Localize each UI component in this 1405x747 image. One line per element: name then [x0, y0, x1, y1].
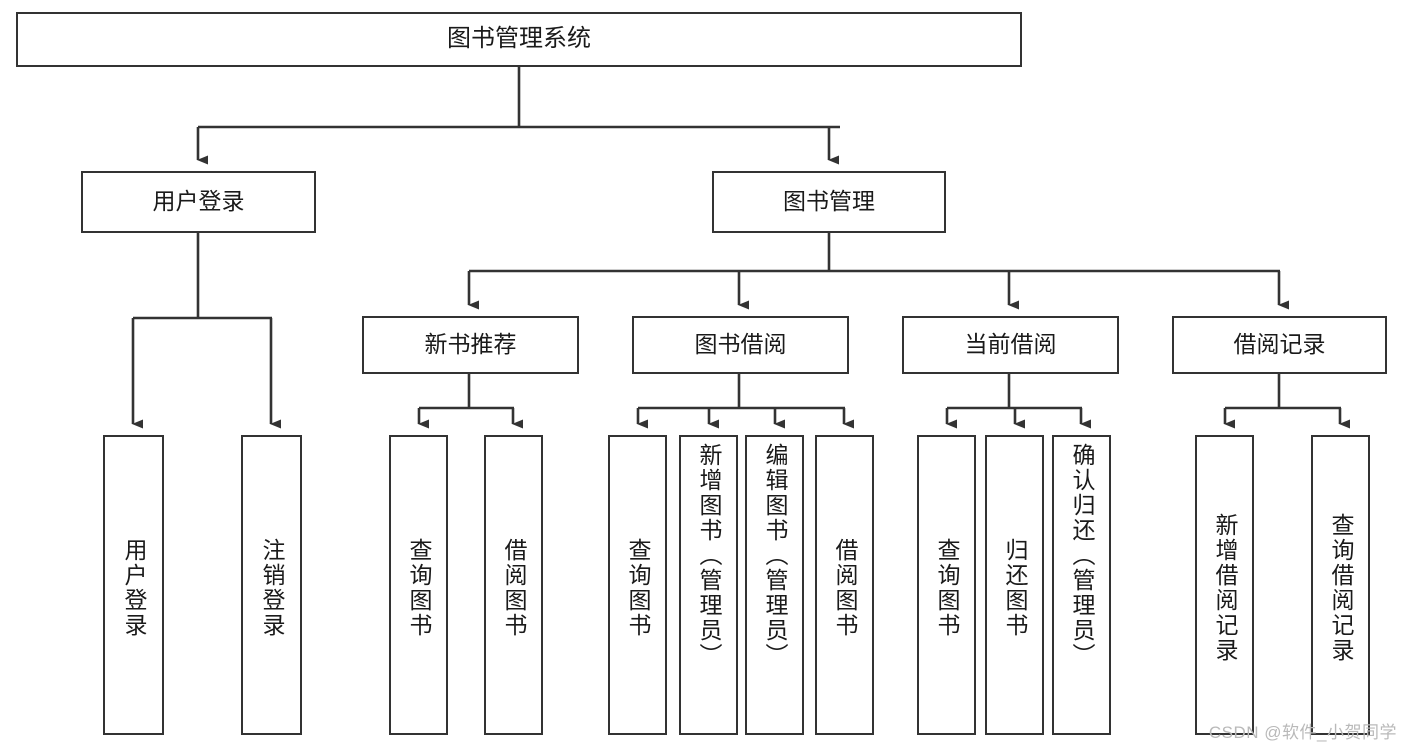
leaf-lend-book[interactable]: 借阅图书	[815, 435, 874, 735]
leaf-borrow-book-recommend[interactable]: 借阅图书	[484, 435, 543, 735]
leaf-query-book-current[interactable]: 查询图书	[917, 435, 976, 735]
node-label: 注销登录	[259, 538, 285, 638]
node-label: 借阅图书	[832, 538, 858, 638]
node-label: 图书管理系统	[447, 25, 591, 53]
edges-root-to-level2	[196, 67, 840, 165]
node-label: 图书管理	[783, 188, 875, 215]
node-borrow-records[interactable]: 借阅记录	[1172, 316, 1387, 374]
leaf-query-borrow-record[interactable]: 查询借阅记录	[1311, 435, 1370, 735]
leaf-add-borrow-record[interactable]: 新增借阅记录	[1195, 435, 1254, 735]
leaf-add-book-admin[interactable]: 新增图书（管理员）	[679, 435, 738, 735]
watermark: CSDN @软件_小贺同学	[1208, 723, 1397, 742]
node-book-management[interactable]: 图书管理	[712, 171, 946, 233]
node-label: 当前借阅	[964, 331, 1057, 358]
leaf-query-book-recommend[interactable]: 查询图书	[389, 435, 448, 735]
leaf-query-book-borrow[interactable]: 查询图书	[608, 435, 667, 735]
node-label: 图书借阅	[694, 331, 787, 358]
edges-current-to-leaves	[945, 374, 1091, 429]
node-book-borrow[interactable]: 图书借阅	[632, 316, 849, 374]
node-current-borrow[interactable]: 当前借阅	[902, 316, 1119, 374]
edges-borrow-to-leaves	[636, 374, 854, 429]
edges-user-login-to-leaves	[131, 233, 281, 429]
node-user-login[interactable]: 用户登录	[81, 171, 316, 233]
node-label: 查询图书	[625, 538, 651, 638]
leaf-confirm-return-admin[interactable]: 确认归还（管理员）	[1052, 435, 1111, 735]
node-label: 确认归还（管理员）	[1069, 443, 1095, 668]
node-label: 新增图书（管理员）	[696, 443, 722, 668]
leaf-return-book[interactable]: 归还图书	[985, 435, 1044, 735]
node-label: 用户登录	[152, 188, 245, 215]
node-label: 查询图书	[406, 538, 432, 638]
node-label: 查询借阅记录	[1328, 513, 1354, 663]
node-label: 编辑图书（管理员）	[762, 443, 788, 668]
leaf-edit-book-admin[interactable]: 编辑图书（管理员）	[745, 435, 804, 735]
leaf-logout[interactable]: 注销登录	[241, 435, 302, 735]
edges-new-book-to-leaves	[417, 374, 523, 429]
node-label: 用户登录	[121, 538, 147, 638]
node-label: 查询图书	[934, 538, 960, 638]
node-label: 新书推荐	[424, 331, 517, 358]
node-label: 借阅图书	[501, 538, 527, 638]
edges-records-to-leaves	[1223, 374, 1350, 429]
edges-book-mgmt-to-level3	[467, 233, 1289, 310]
node-label: 归还图书	[1002, 538, 1028, 638]
node-new-book-recommend[interactable]: 新书推荐	[362, 316, 579, 374]
leaf-user-login[interactable]: 用户登录	[103, 435, 164, 735]
node-label: 新增借阅记录	[1212, 513, 1238, 663]
node-root-system[interactable]: 图书管理系统	[16, 12, 1022, 67]
node-label: 借阅记录	[1233, 331, 1326, 358]
